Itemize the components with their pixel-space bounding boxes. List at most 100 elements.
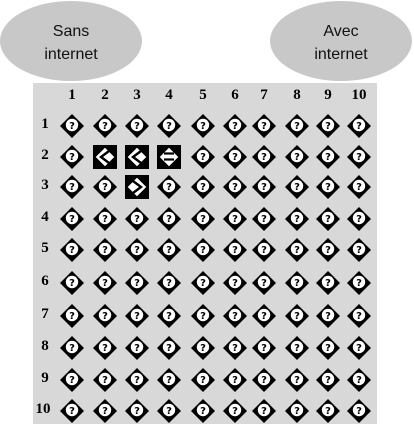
question-diamond-icon[interactable]: ? [251, 367, 277, 393]
question-diamond-icon[interactable]: ? [59, 113, 85, 139]
question-diamond-icon[interactable]: ? [251, 113, 277, 139]
question-diamond-icon[interactable]: ? [190, 113, 216, 139]
question-diamond-icon[interactable]: ? [59, 144, 85, 170]
question-diamond-icon[interactable]: ? [92, 303, 118, 329]
greater-than-icon[interactable] [124, 174, 150, 200]
question-diamond-icon[interactable]: ? [222, 144, 248, 170]
question-diamond-icon[interactable]: ? [156, 398, 182, 424]
question-diamond-icon[interactable]: ? [222, 174, 248, 200]
question-diamond-icon[interactable]: ? [251, 303, 277, 329]
question-diamond-icon[interactable]: ? [284, 335, 310, 361]
question-diamond-icon[interactable]: ? [124, 303, 150, 329]
question-diamond-icon[interactable]: ? [92, 398, 118, 424]
question-diamond-icon[interactable]: ? [190, 206, 216, 232]
question-diamond-icon[interactable]: ? [251, 398, 277, 424]
question-diamond-icon[interactable]: ? [284, 398, 310, 424]
question-diamond-icon[interactable]: ? [346, 303, 372, 329]
question-diamond-icon[interactable]: ? [346, 206, 372, 232]
question-diamond-icon[interactable]: ? [284, 303, 310, 329]
question-diamond-icon[interactable]: ? [124, 398, 150, 424]
question-diamond-icon[interactable]: ? [315, 303, 341, 329]
question-diamond-icon[interactable]: ? [222, 206, 248, 232]
question-diamond-icon[interactable]: ? [190, 144, 216, 170]
question-diamond-icon[interactable]: ? [346, 335, 372, 361]
question-diamond-icon[interactable]: ? [222, 398, 248, 424]
question-diamond-icon[interactable]: ? [346, 270, 372, 296]
question-diamond-icon[interactable]: ? [315, 144, 341, 170]
question-diamond-icon[interactable]: ? [190, 367, 216, 393]
question-diamond-icon[interactable]: ? [190, 174, 216, 200]
question-diamond-icon[interactable]: ? [315, 335, 341, 361]
question-diamond-icon[interactable]: ? [124, 237, 150, 263]
question-diamond-icon[interactable]: ? [284, 237, 310, 263]
question-diamond-icon[interactable]: ? [59, 174, 85, 200]
less-than-icon[interactable] [124, 144, 150, 170]
question-diamond-icon[interactable]: ? [284, 174, 310, 200]
question-diamond-icon[interactable]: ? [59, 237, 85, 263]
question-diamond-icon[interactable]: ? [92, 367, 118, 393]
question-diamond-icon[interactable]: ? [222, 237, 248, 263]
question-diamond-icon[interactable]: ? [156, 367, 182, 393]
question-diamond-icon[interactable]: ? [59, 335, 85, 361]
question-diamond-icon[interactable]: ? [346, 113, 372, 139]
question-diamond-icon[interactable]: ? [59, 303, 85, 329]
question-diamond-icon[interactable]: ? [190, 237, 216, 263]
question-diamond-icon[interactable]: ? [59, 270, 85, 296]
question-diamond-icon[interactable]: ? [59, 367, 85, 393]
question-diamond-icon[interactable]: ? [251, 237, 277, 263]
question-diamond-icon[interactable]: ? [251, 174, 277, 200]
question-diamond-icon[interactable]: ? [222, 335, 248, 361]
question-diamond-icon[interactable]: ? [251, 144, 277, 170]
question-diamond-icon[interactable]: ? [156, 206, 182, 232]
question-diamond-icon[interactable]: ? [284, 144, 310, 170]
question-diamond-icon[interactable]: ? [346, 367, 372, 393]
question-diamond-icon[interactable]: ? [251, 270, 277, 296]
question-diamond-icon[interactable]: ? [156, 174, 182, 200]
question-diamond-icon[interactable]: ? [190, 335, 216, 361]
question-diamond-icon[interactable]: ? [59, 398, 85, 424]
question-diamond-icon[interactable]: ? [92, 174, 118, 200]
question-diamond-icon[interactable]: ? [315, 174, 341, 200]
question-diamond-icon[interactable]: ? [222, 367, 248, 393]
question-diamond-icon[interactable]: ? [124, 206, 150, 232]
question-diamond-icon[interactable]: ? [92, 335, 118, 361]
question-diamond-icon[interactable]: ? [124, 335, 150, 361]
question-diamond-icon[interactable]: ? [156, 237, 182, 263]
question-diamond-icon[interactable]: ? [346, 398, 372, 424]
question-diamond-icon[interactable]: ? [346, 174, 372, 200]
question-diamond-icon[interactable]: ? [124, 270, 150, 296]
question-diamond-icon[interactable]: ? [124, 113, 150, 139]
question-diamond-icon[interactable]: ? [222, 303, 248, 329]
question-diamond-icon[interactable]: ? [284, 206, 310, 232]
question-diamond-icon[interactable]: ? [156, 335, 182, 361]
question-diamond-icon[interactable]: ? [284, 113, 310, 139]
question-diamond-icon[interactable]: ? [315, 398, 341, 424]
question-diamond-icon[interactable]: ? [156, 270, 182, 296]
question-diamond-icon[interactable]: ? [92, 113, 118, 139]
question-diamond-icon[interactable]: ? [190, 398, 216, 424]
question-diamond-icon[interactable]: ? [190, 303, 216, 329]
question-diamond-icon[interactable]: ? [92, 270, 118, 296]
question-diamond-icon[interactable]: ? [284, 367, 310, 393]
less-than-icon[interactable] [92, 144, 118, 170]
question-diamond-icon[interactable]: ? [124, 367, 150, 393]
question-diamond-icon[interactable]: ? [59, 206, 85, 232]
question-diamond-icon[interactable]: ? [251, 335, 277, 361]
question-diamond-icon[interactable]: ? [315, 113, 341, 139]
question-diamond-icon[interactable]: ? [251, 206, 277, 232]
question-diamond-icon[interactable]: ? [315, 237, 341, 263]
question-diamond-icon[interactable]: ? [346, 237, 372, 263]
equals-icon[interactable] [156, 144, 182, 170]
question-diamond-icon[interactable]: ? [315, 270, 341, 296]
question-diamond-icon[interactable]: ? [315, 367, 341, 393]
question-diamond-icon[interactable]: ? [346, 144, 372, 170]
question-diamond-icon[interactable]: ? [156, 113, 182, 139]
question-diamond-icon[interactable]: ? [222, 270, 248, 296]
question-diamond-icon[interactable]: ? [92, 237, 118, 263]
question-diamond-icon[interactable]: ? [315, 206, 341, 232]
question-diamond-icon[interactable]: ? [284, 270, 310, 296]
question-diamond-icon[interactable]: ? [156, 303, 182, 329]
question-diamond-icon[interactable]: ? [222, 113, 248, 139]
question-diamond-icon[interactable]: ? [92, 206, 118, 232]
question-diamond-icon[interactable]: ? [190, 270, 216, 296]
